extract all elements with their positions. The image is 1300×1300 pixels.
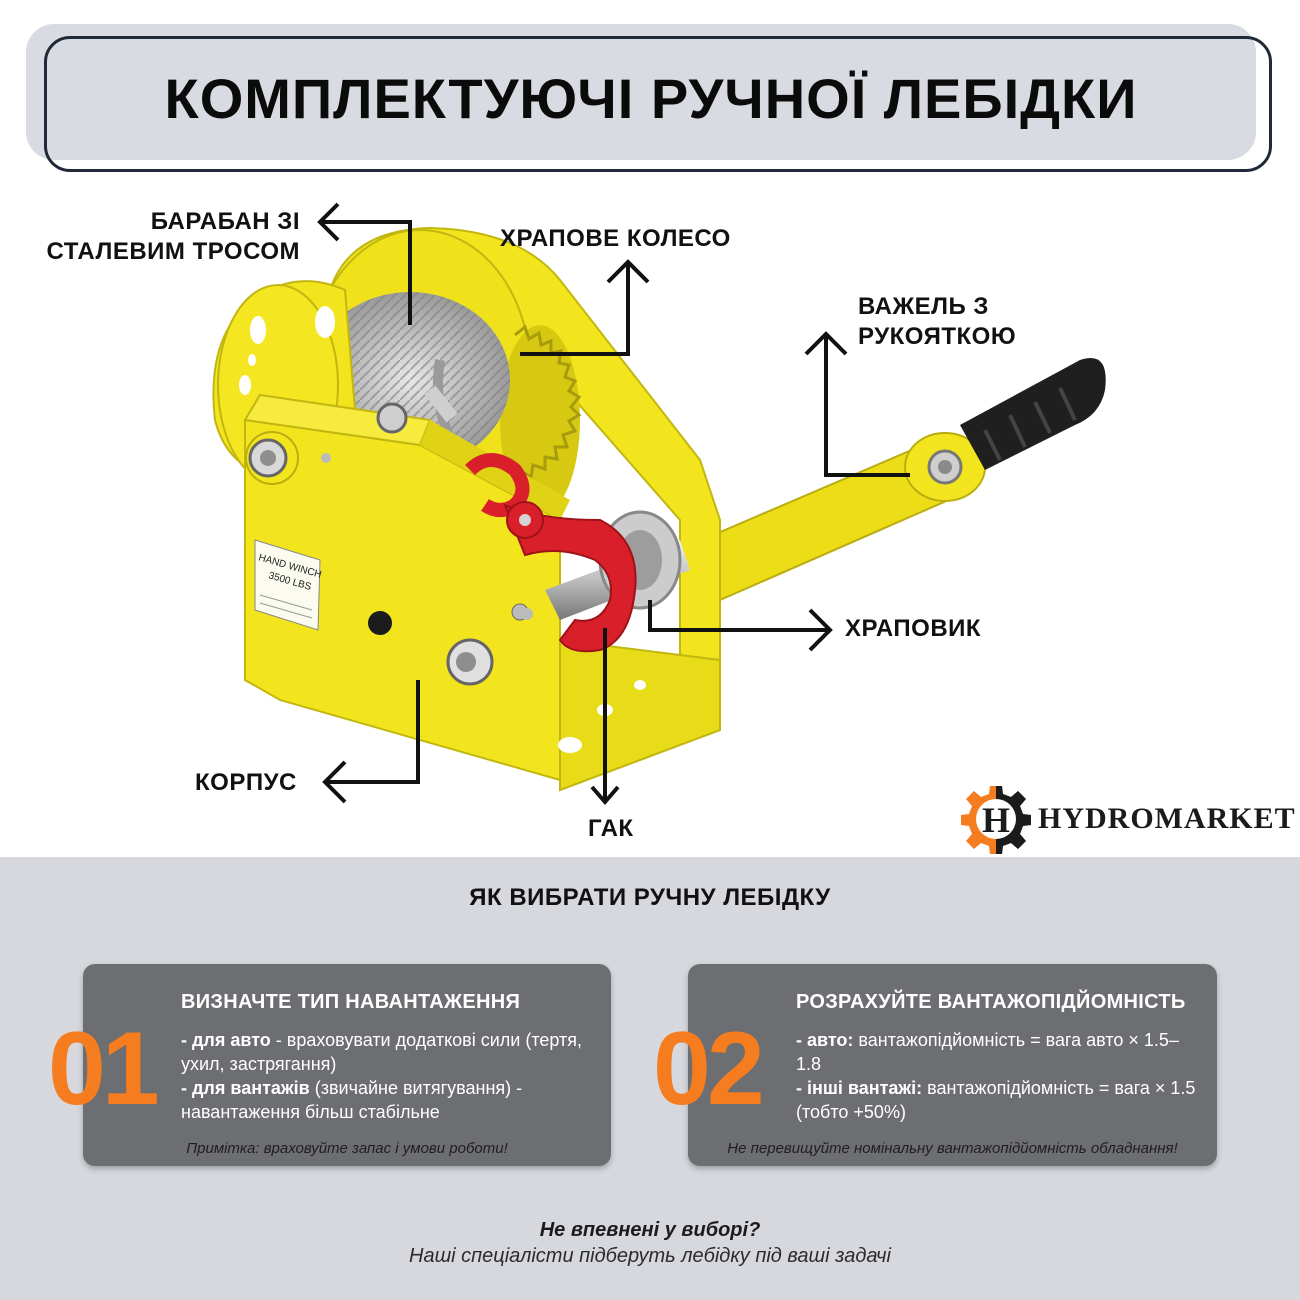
cta-question: Не впевнені у виборі? (539, 1219, 761, 1241)
callout-lever-line1: ВАЖЕЛЬ З (858, 293, 989, 320)
callout-lever-line2: РУКОЯТКОЮ (858, 323, 1017, 350)
winch-diagram: HAND WINCH 3500 LBS (0, 180, 1300, 860)
arrowhead-ratchet-wheel (606, 259, 650, 284)
pointer-body (325, 680, 420, 784)
guide-card-2: 02 РОЗРАХУЙТЕ ВАНТАЖОПІДЙОМНІСТЬ - авто:… (653, 964, 1217, 1166)
card-2-item1-label: - авто: (796, 1030, 854, 1050)
bolts (245, 402, 533, 686)
selection-guide-heading: ЯК ВИБРАТИ РУЧНУ ЛЕБІДКУ (469, 884, 831, 911)
card-1-item1-text: - враховувати додаткові сили (тертя, ухи… (181, 1030, 583, 1074)
title-banner-background (26, 24, 1256, 160)
cta-answer: Наші спеціалісти підберуть лебідку під в… (409, 1245, 891, 1267)
callout-pawl: ХРАПОВИК (845, 615, 982, 642)
title-banner-frame (44, 36, 1272, 172)
card-1-body: - для авто - враховувати додаткові сили … (181, 1028, 593, 1124)
brand-name: HYDROMARKET (1038, 802, 1296, 835)
brand-logo: H HYDROMARKET (958, 784, 1296, 854)
callout-drum-line1: БАРАБАН ЗІ (150, 208, 300, 235)
card-2-number: 02 (653, 1011, 765, 1127)
card-2-note: Не перевищуйте номінальну вантажопідйомн… (727, 1140, 1178, 1157)
arrowhead-lever (804, 331, 848, 356)
lever-arm (688, 432, 986, 602)
arrowhead-hook (590, 785, 620, 806)
winch-illustration: HAND WINCH 3500 LBS (212, 202, 1106, 806)
pointer-ratchet-wheel (520, 262, 630, 356)
guide-card-1: 01 ВИЗНАЧТЕ ТИП НАВАНТАЖЕННЯ - для авто … (48, 964, 611, 1166)
pointer-lever (824, 334, 910, 477)
callout-lever: ВАЖЕЛЬ З РУКОЯТКОЮ (858, 292, 1016, 352)
card-1-note: Примітка: враховуйте запас і умови робот… (186, 1140, 508, 1157)
pointer-drum (322, 220, 412, 325)
callout-body: КОРПУС (195, 769, 297, 796)
card-2-item2-text: вантажопідйомність = вага × 1.5 (тобто +… (796, 1078, 1196, 1122)
logo-letter: H (982, 800, 1010, 840)
card-1-number: 01 (48, 1011, 160, 1127)
callout-ratchet-wheel: ХРАПОВЕ КОЛЕСО (500, 225, 731, 252)
winch-nameplate: HAND WINCH 3500 LBS (254, 539, 323, 631)
card-2-body: - авто: вантажопідйомність = вага авто ×… (796, 1028, 1196, 1124)
callout-pointers (317, 202, 910, 806)
page-title: КОМПЛЕКТУЮЧІ РУЧНОЇ ЛЕБІДКИ (164, 66, 1138, 130)
winch-housing (243, 393, 721, 792)
card-2-item1-text: вантажопідйомність = вага авто × 1.5–1.8 (796, 1030, 1179, 1074)
card-2-item2-label: - інші вантажі: (796, 1078, 923, 1098)
card-1-item2-text: (звичайне витягування) - навантаження бі… (181, 1078, 523, 1122)
callout-drum-line2: СТАЛЕВИМ ТРОСОМ (46, 238, 300, 265)
red-hook (465, 453, 637, 653)
arrowhead-drum (317, 202, 340, 242)
pointer-pawl (648, 600, 830, 632)
card-2-title: РОЗРАХУЙТЕ ВАНТАЖОПІДЙОМНІСТЬ (796, 991, 1186, 1013)
arrowhead-body (322, 760, 347, 804)
callout-drum: БАРАБАН ЗІ СТАЛЕВИМ ТРОСОМ (20, 207, 300, 267)
gear-logo-icon: H (961, 786, 1031, 854)
card-1-item2-label: - для вантажів (181, 1078, 310, 1098)
arrowhead-pawl (808, 608, 833, 652)
lever-handle-grip (960, 358, 1106, 470)
card-1-title: ВИЗНАЧТЕ ТИП НАВАНТАЖЕННЯ (181, 991, 521, 1013)
card-1-item1-label: - для авто (181, 1030, 271, 1050)
callout-hook: ГАК (588, 815, 634, 842)
